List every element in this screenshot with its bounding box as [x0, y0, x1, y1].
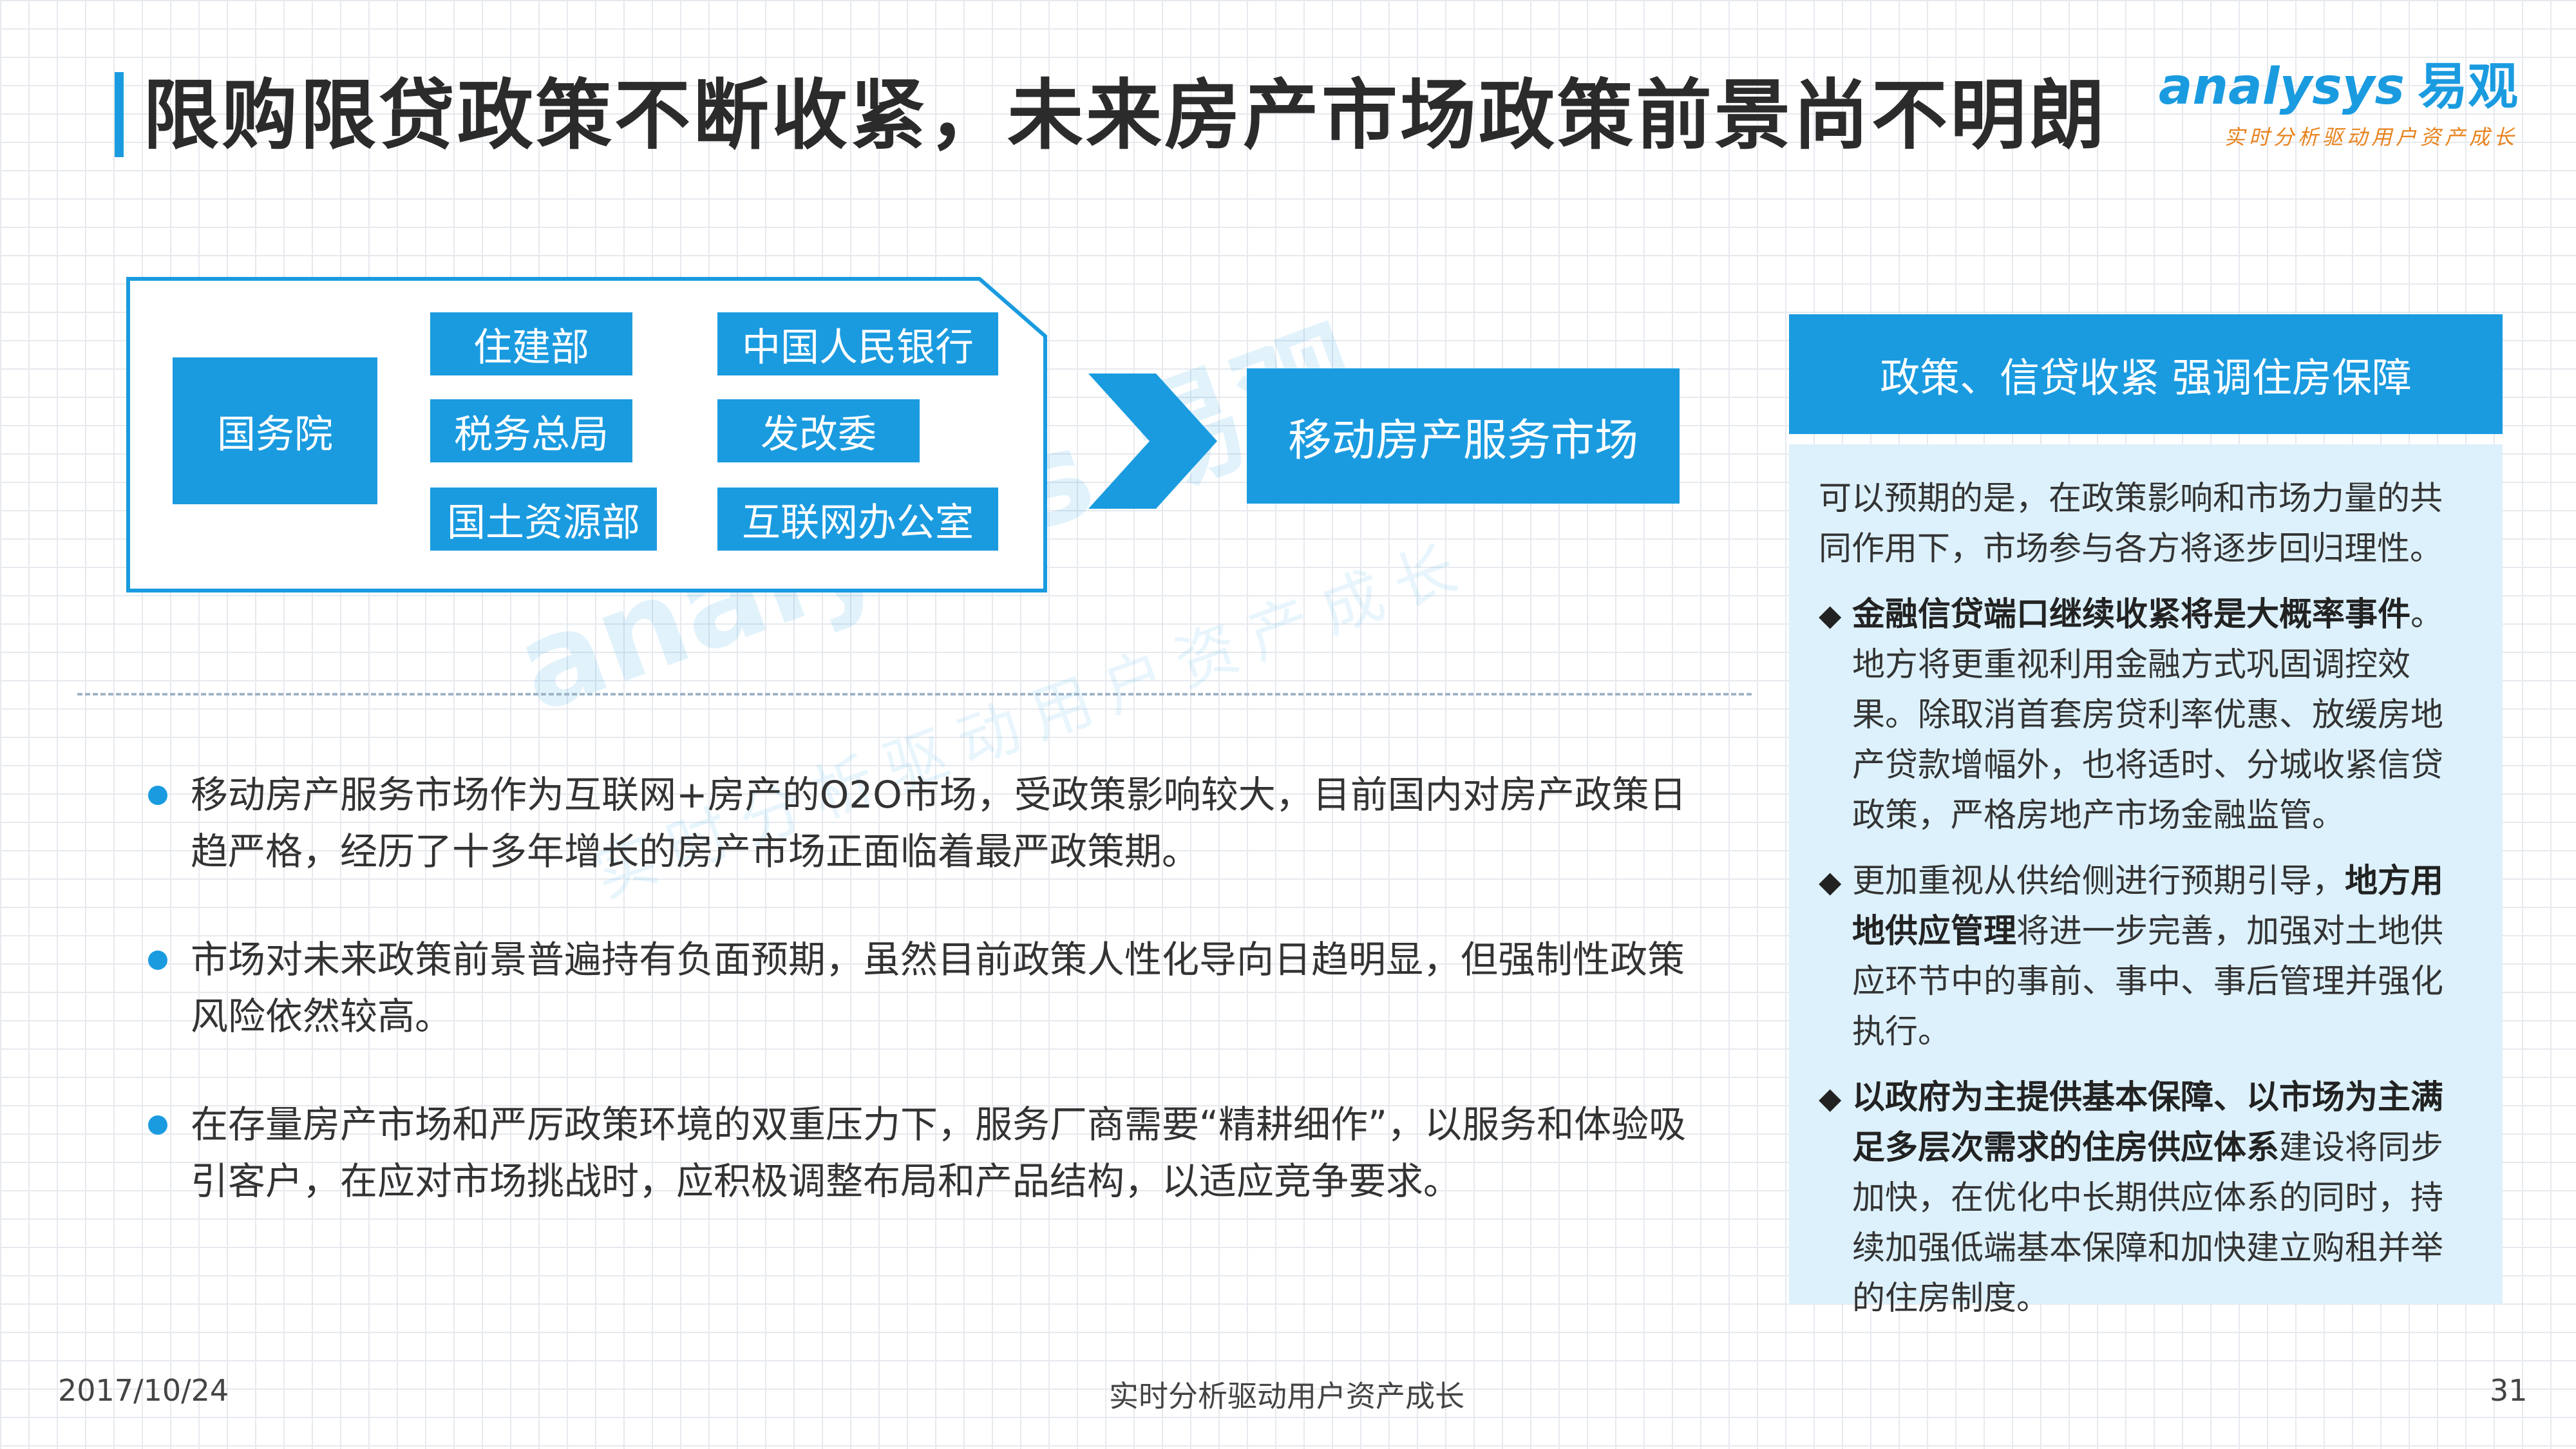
footer-slogan: 实时分析驱动用户资产成长	[1109, 1379, 1464, 1414]
section-divider	[77, 693, 1752, 696]
page-title: 限购限贷政策不断收紧，未来房产市场政策前景尚不明朗	[143, 71, 2108, 160]
bullet-item: 市场对未来政策前景普遍持有负面预期，虽然目前政策人性化导向日趋明显，但强制性政策…	[148, 931, 1694, 1045]
panel-header: 政策、信贷收紧 强调住房保障	[1789, 314, 2503, 434]
logo-slogan: 实时分析驱动用户资产成长	[2224, 125, 2518, 149]
bullet-text: 在存量房产市场和严厉政策环境的双重压力下，服务厂商需要“精耕细作”，以服务和体验…	[191, 1103, 1687, 1203]
department-box-land: 国土资源部	[430, 488, 657, 551]
panel-item-bold: 金融信贷端口继续收紧将是大概率事件	[1852, 596, 2411, 634]
panel-item: ◆ 金融信贷端口继续收紧将是大概率事件。地方将更重视利用金融方式巩固调控效果。除…	[1819, 590, 2472, 841]
panel-item-text: 建设将同步加快，在优化中长期供应体系的同时，持续加强低端基本保障和加快建立购租并…	[1852, 1129, 2444, 1318]
authority-box: 国务院	[173, 357, 377, 504]
bullet-dot-icon	[148, 951, 167, 970]
bullet-item: 在存量房产市场和严厉政策环境的双重压力下，服务厂商需要“精耕细作”，以服务和体验…	[148, 1096, 1694, 1209]
department-box-pboc: 中国人民银行	[717, 312, 998, 375]
bullet-list: 移动房产服务市场作为互联网+房产的O2O市场，受政策影响较大，目前国内对房产政策…	[148, 766, 1694, 1261]
bullet-dot-icon	[148, 1115, 167, 1135]
page-number: 31	[2490, 1373, 2528, 1408]
department-box-internet: 互联网办公室	[717, 488, 998, 551]
department-box-tax: 税务总局	[430, 399, 632, 462]
panel-item: ◆ 以政府为主提供基本保障、以市场为主满足多层次需求的住房供应体系建设将同步加快…	[1819, 1073, 2472, 1324]
panel-item: ◆ 更加重视从供给侧进行预期引导，地方用地供应管理将进一步完善，加强对土地供应环…	[1819, 857, 2472, 1057]
department-box-ndrc: 发改委	[717, 399, 920, 462]
panel-item-bold: 地方用地供应管理	[1852, 862, 2444, 951]
diamond-bullet-icon: ◆	[1819, 1081, 1842, 1115]
title-accent-bar	[115, 72, 124, 157]
policy-bodies-diagram: 国务院 住建部 中国人民银行 税务总局 发改委 国土资源部 互联网办公室	[126, 277, 1047, 592]
panel-item-text: 。地方将更重视利用金融方式巩固调控效果。除取消首套房贷利率优惠、放缓房地产贷款增…	[1852, 596, 2444, 835]
target-market-box: 移动房产服务市场	[1247, 368, 1680, 504]
bullet-dot-icon	[148, 786, 167, 805]
bullet-text: 市场对未来政策前景普遍持有负面预期，虽然目前政策人性化导向日趋明显，但强制性政策…	[191, 938, 1685, 1038]
panel-body: 可以预期的是，在政策影响和市场力量的共同作用下，市场参与各方将逐步回归理性。 ◆…	[1789, 444, 2503, 1318]
diamond-bullet-icon: ◆	[1819, 598, 1842, 632]
bullet-text: 移动房产服务市场作为互联网+房产的O2O市场，受政策影响较大，目前国内对房产政策…	[191, 773, 1687, 873]
footer-date: 2017/10/24	[58, 1373, 229, 1408]
panel-item-lead: 更加重视从供给侧进行预期引导，	[1852, 862, 2345, 900]
bullet-item: 移动房产服务市场作为互联网+房产的O2O市场，受政策影响较大，目前国内对房产政策…	[148, 766, 1694, 880]
panel-item-text: 将进一步完善，加强对土地供应环节中的事前、事中、事后管理并强化执行。	[1852, 913, 2444, 1051]
diamond-bullet-icon: ◆	[1819, 864, 1842, 899]
department-box-housing: 住建部	[430, 312, 632, 375]
chevron-right-icon	[1088, 374, 1217, 509]
logo-latin: analysys	[2158, 58, 2405, 116]
logo-cn: 易观	[2417, 58, 2518, 116]
panel-intro: 可以预期的是，在政策影响和市场力量的共同作用下，市场参与各方将逐步回归理性。	[1819, 480, 2443, 568]
panel-item-bold: 以政府为主提供基本保障、以市场为主满足多层次需求的住房供应体系	[1852, 1079, 2444, 1167]
